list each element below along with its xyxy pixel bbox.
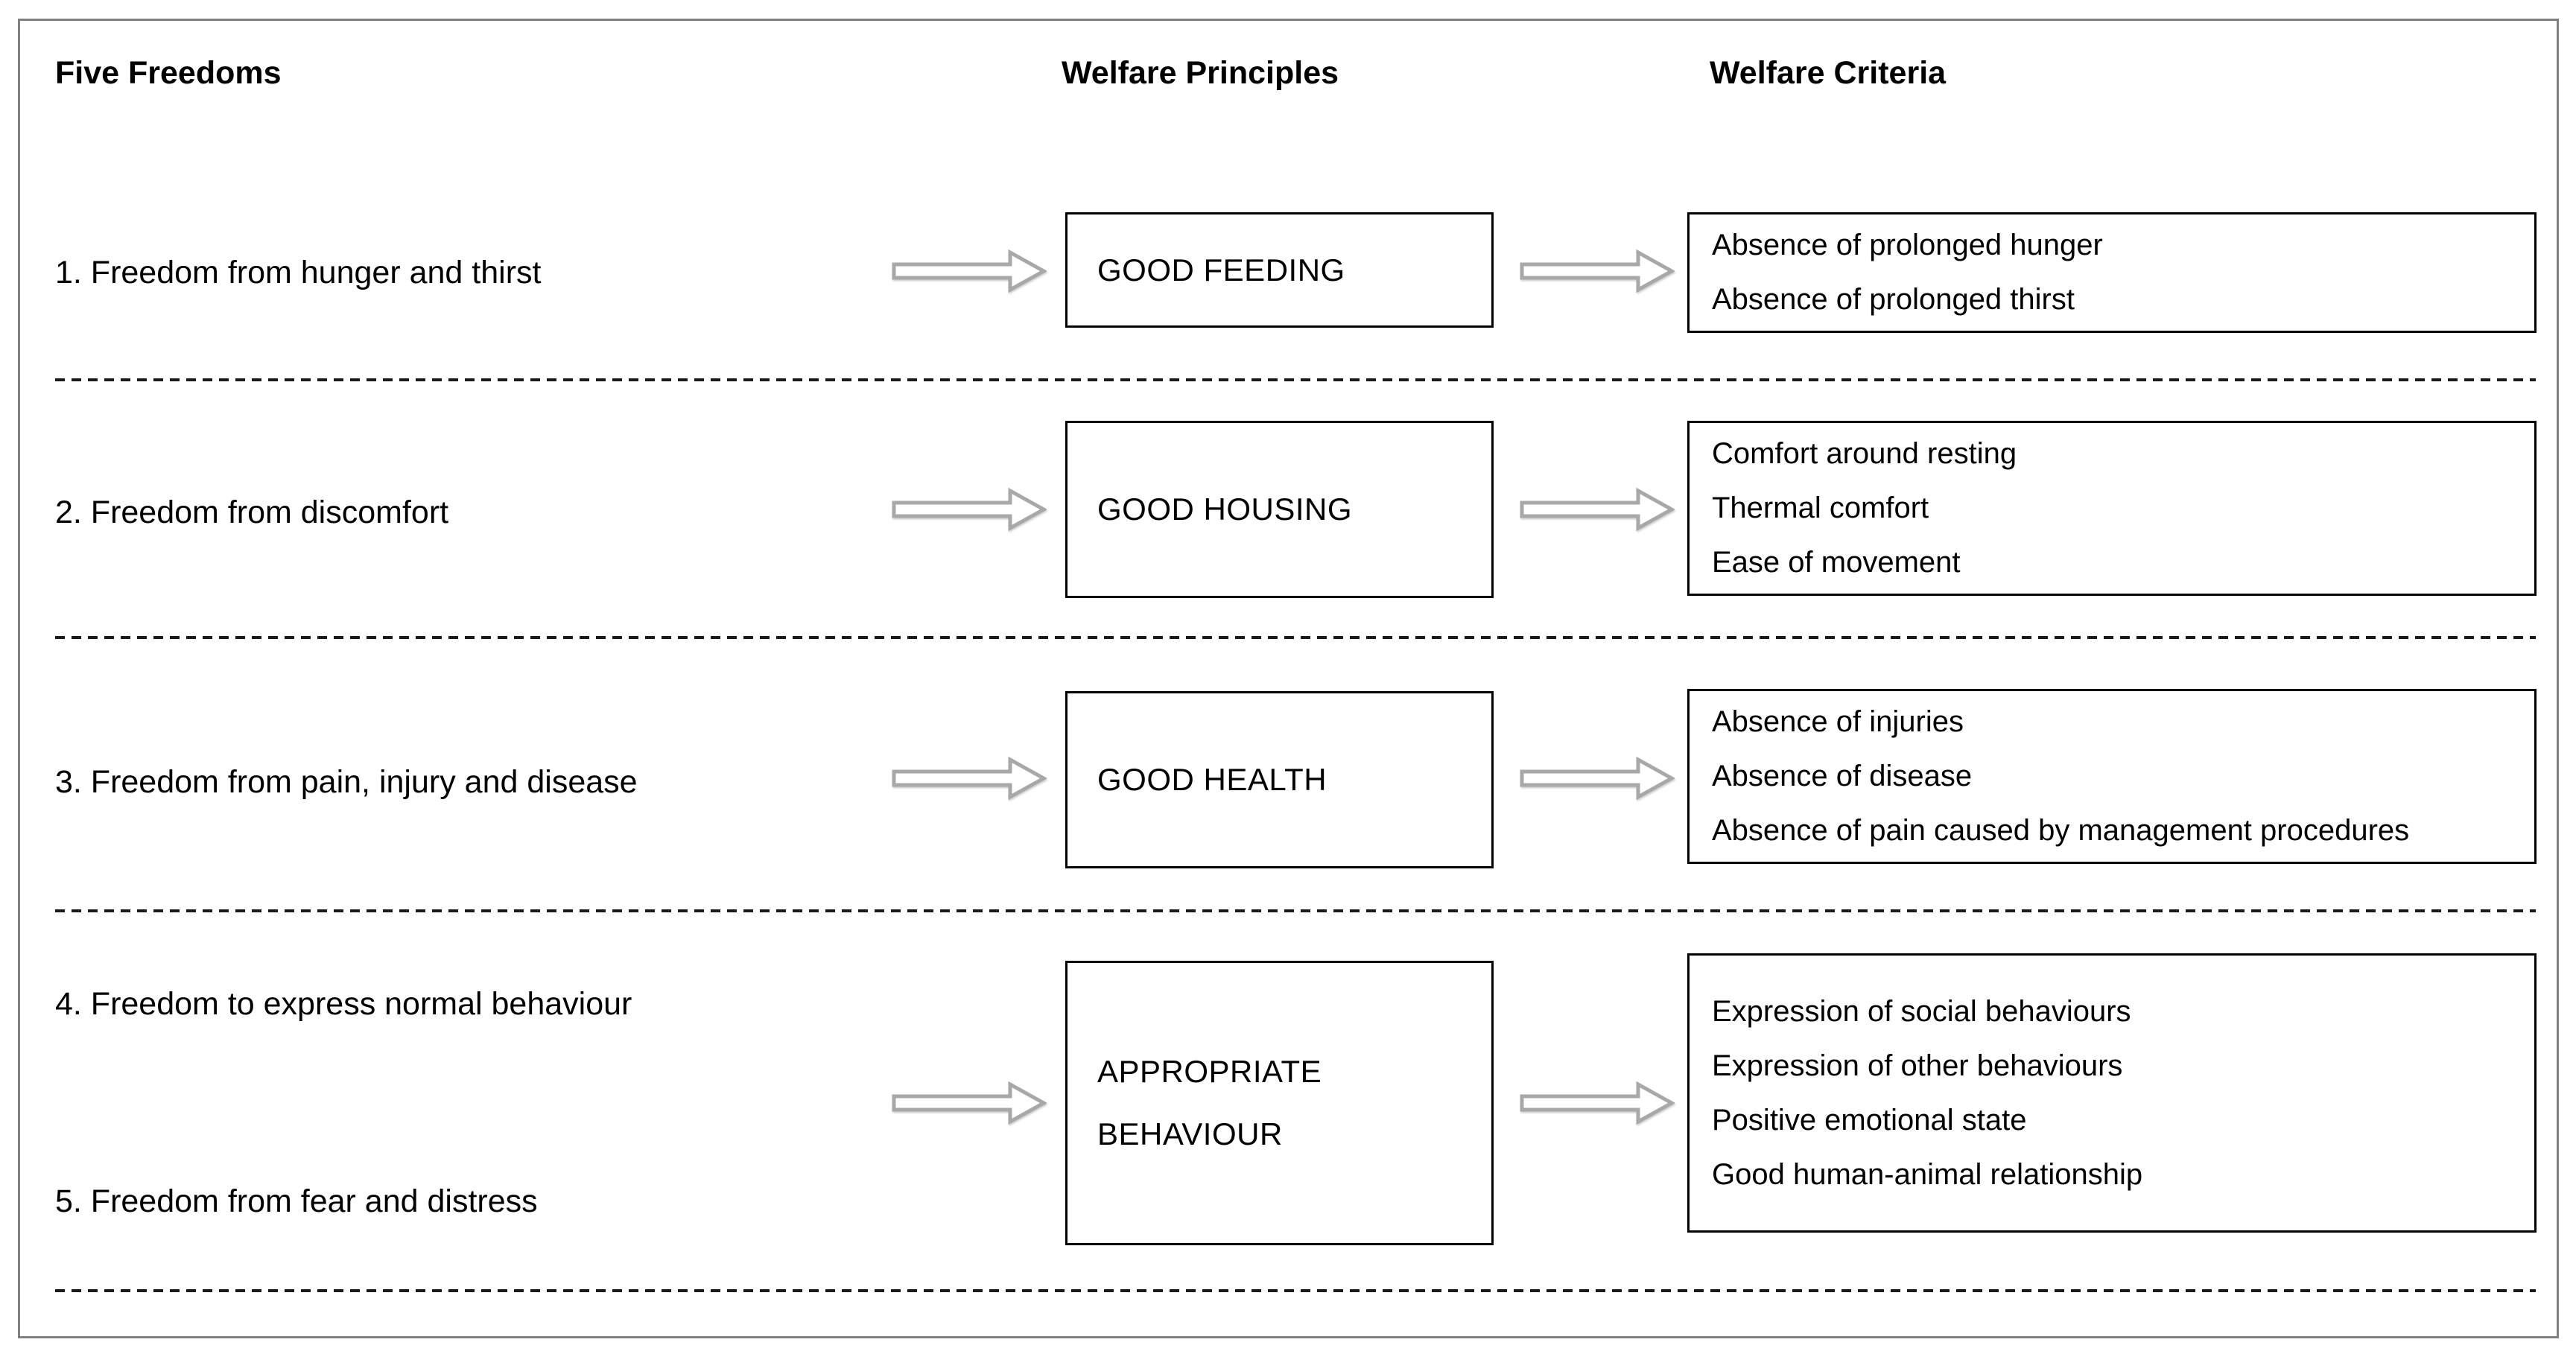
principle-box-1: GOOD FEEDING: [1065, 212, 1494, 328]
criteria-box-2: Comfort around resting Thermal comfort E…: [1687, 421, 2537, 596]
freedom-text-4: 4. Freedom to express normal behaviour: [55, 986, 632, 1022]
criteria-box-1: Absence of prolonged hunger Absence of p…: [1687, 212, 2537, 333]
freedom-text-5: 5. Freedom from fear and distress: [55, 1183, 538, 1219]
right-arrow-icon: [892, 249, 1047, 293]
freedom-text-1: 1. Freedom from hunger and thirst: [55, 255, 542, 290]
criteria-line: Thermal comfort: [1712, 492, 1929, 524]
criteria-line: Expression of other behaviours: [1712, 1049, 2123, 1082]
criteria-line: Absence of pain caused by management pro…: [1712, 814, 2410, 847]
criteria-line: Absence of prolonged thirst: [1712, 283, 2075, 316]
principle-label-1: GOOD FEEDING: [1097, 252, 1345, 287]
criteria-box-4: Expression of social behaviours Expressi…: [1687, 953, 2537, 1233]
criteria-line: Absence of injuries: [1712, 705, 1964, 738]
right-arrow-icon: [1520, 487, 1675, 532]
right-arrow-icon: [892, 756, 1047, 801]
dashed-separator: [55, 909, 2536, 912]
column-header-welfare-principles: Welfare Principles: [1062, 55, 1339, 91]
criteria-box-3: Absence of injuries Absence of disease A…: [1687, 689, 2537, 864]
principle-box-3: GOOD HEALTH: [1065, 691, 1494, 868]
column-header-welfare-criteria: Welfare Criteria: [1710, 55, 1947, 91]
right-arrow-icon: [1520, 249, 1675, 293]
right-arrow-icon: [1520, 756, 1675, 801]
criteria-line: Expression of social behaviours: [1712, 994, 2131, 1028]
right-arrow-icon: [892, 1081, 1047, 1125]
criteria-line: Ease of movement: [1712, 546, 1961, 579]
dashed-separator: [55, 636, 2536, 639]
dashed-separator: [55, 378, 2536, 381]
principle-label-2: GOOD HOUSING: [1097, 492, 1353, 527]
criteria-line: Comfort around resting: [1712, 437, 2017, 470]
criteria-line: Absence of disease: [1712, 760, 1973, 792]
principle-label-3: GOOD HEALTH: [1097, 762, 1327, 797]
freedom-text-2: 2. Freedom from discomfort: [55, 495, 449, 530]
criteria-line: Positive emotional state: [1712, 1103, 2027, 1137]
criteria-line: Good human-animal relationship: [1712, 1157, 2143, 1191]
right-arrow-icon: [892, 487, 1047, 532]
freedom-text-3: 3. Freedom from pain, injury and disease: [55, 764, 638, 800]
dashed-separator: [55, 1289, 2536, 1292]
principle-box-2: GOOD HOUSING: [1065, 421, 1494, 598]
criteria-line: Absence of prolonged hunger: [1712, 229, 2103, 261]
principle-label-4: APPROPRIATE BEHAVIOUR: [1097, 1054, 1322, 1151]
right-arrow-icon: [1520, 1081, 1675, 1125]
column-header-five-freedoms: Five Freedoms: [55, 55, 282, 91]
principle-box-4: APPROPRIATE BEHAVIOUR: [1065, 961, 1494, 1245]
